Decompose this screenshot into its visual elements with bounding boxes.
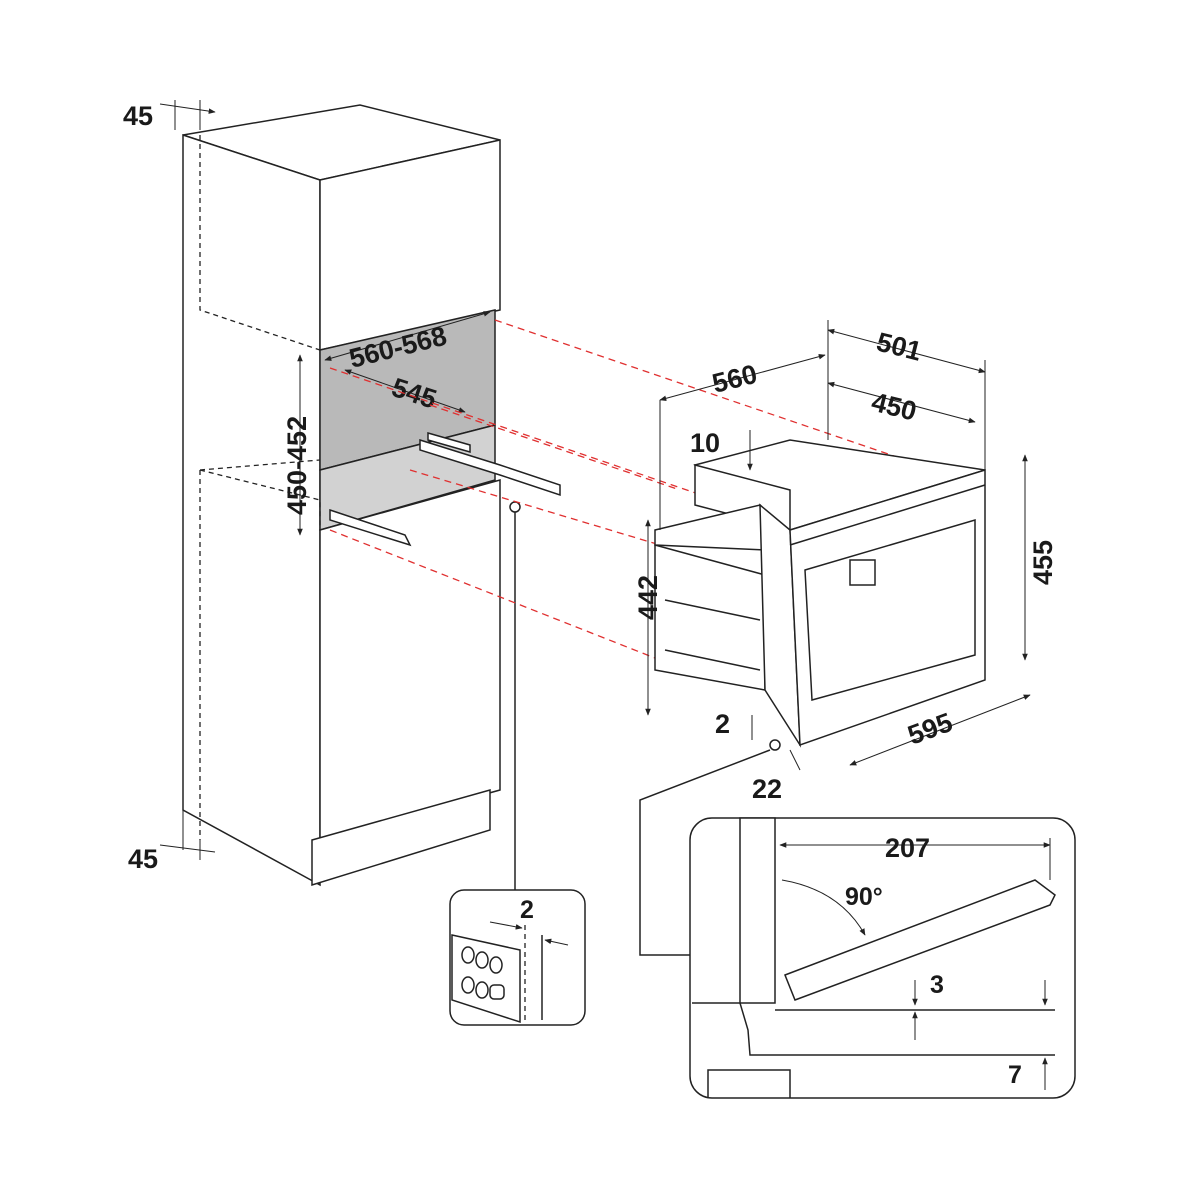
dim-front-height: 455	[1028, 540, 1058, 585]
door-angle: 90°	[845, 883, 883, 911]
dim-bottom-side: 45	[128, 844, 158, 874]
dim-body-height: 442	[633, 575, 663, 620]
detail-door-inset	[689, 817, 1076, 1099]
cabinet-upper-front	[319, 139, 501, 351]
rail-left	[329, 508, 412, 547]
cabinet-lower-front	[319, 479, 501, 841]
detail-rail-inset	[449, 889, 586, 1026]
tall-cabinet	[159, 100, 561, 890]
coffee-spout	[849, 559, 876, 586]
dim-top-offset: 10	[690, 428, 720, 458]
dim-door-length: 207	[885, 833, 930, 863]
cabinet-plinth	[311, 789, 491, 887]
dim-bottom-offset: 2	[715, 709, 730, 739]
dim-depth-total: 501	[874, 327, 925, 367]
dim-front-width: 595	[904, 707, 957, 751]
dim-depth-body: 450	[869, 387, 920, 427]
detail-callout-door	[769, 739, 781, 751]
dim-body-width: 560	[709, 359, 760, 399]
dim-gap-3: 3	[930, 971, 944, 999]
dim-rail-gap: 2	[520, 896, 534, 924]
dim-gap-7: 7	[1008, 1061, 1022, 1089]
dim-front-thickness: 22	[752, 774, 782, 804]
machine-front	[789, 468, 986, 747]
rail-right	[419, 432, 561, 497]
cabinet-side	[182, 133, 321, 887]
coffee-machine	[639, 320, 1031, 956]
dim-niche-height: 450-452	[282, 416, 312, 515]
detail-callout-rail	[509, 501, 521, 513]
dim-top-side: 45	[123, 101, 153, 131]
open-door	[784, 879, 1056, 1001]
